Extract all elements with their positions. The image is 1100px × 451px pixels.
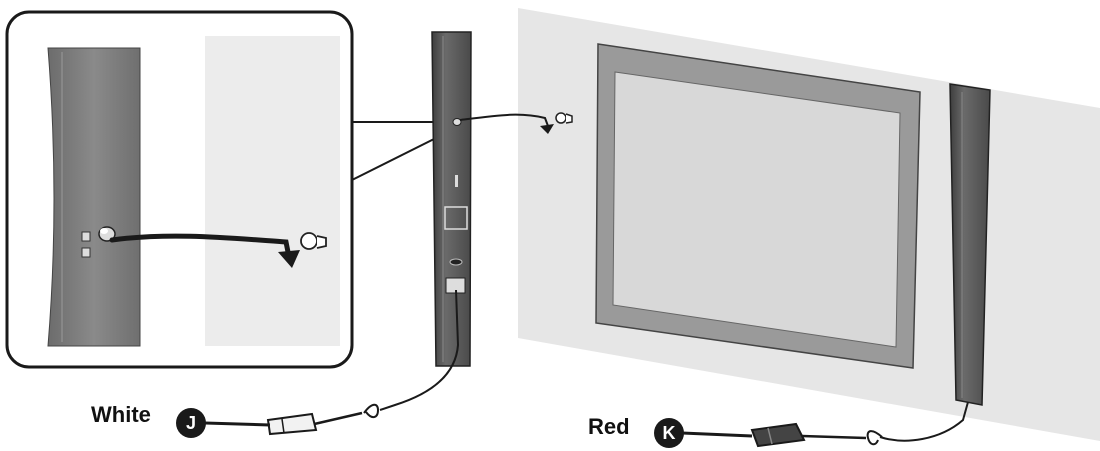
connector-panel	[444, 206, 468, 230]
red-speaker-cable	[879, 401, 969, 442]
leader-line-k	[681, 431, 753, 438]
port-icon	[449, 258, 463, 266]
marker-j-badge: J	[176, 408, 206, 438]
red-connector-label: Red	[588, 414, 630, 439]
mounting-screw-icon	[98, 226, 116, 242]
marker-k-badge: K	[654, 418, 684, 448]
terminal-icon	[81, 231, 91, 242]
wall-plug-icon	[300, 232, 327, 250]
tv	[595, 43, 921, 369]
leader-line-j	[204, 421, 271, 427]
white-connector-label: White	[91, 402, 151, 427]
right-speaker	[949, 83, 991, 406]
left-speaker	[431, 31, 472, 367]
wall-plug-icon	[555, 112, 573, 124]
mounting-screw-icon	[452, 118, 462, 126]
mounting-cable	[459, 113, 549, 127]
insertion-arrow	[109, 233, 291, 255]
cable-plug-icon	[750, 422, 806, 448]
cable-plug-icon	[266, 412, 318, 436]
white-speaker-cable	[379, 289, 460, 411]
inset-detail	[5, 10, 354, 369]
terminal-icon	[81, 247, 91, 258]
indicator-icon	[455, 175, 458, 187]
